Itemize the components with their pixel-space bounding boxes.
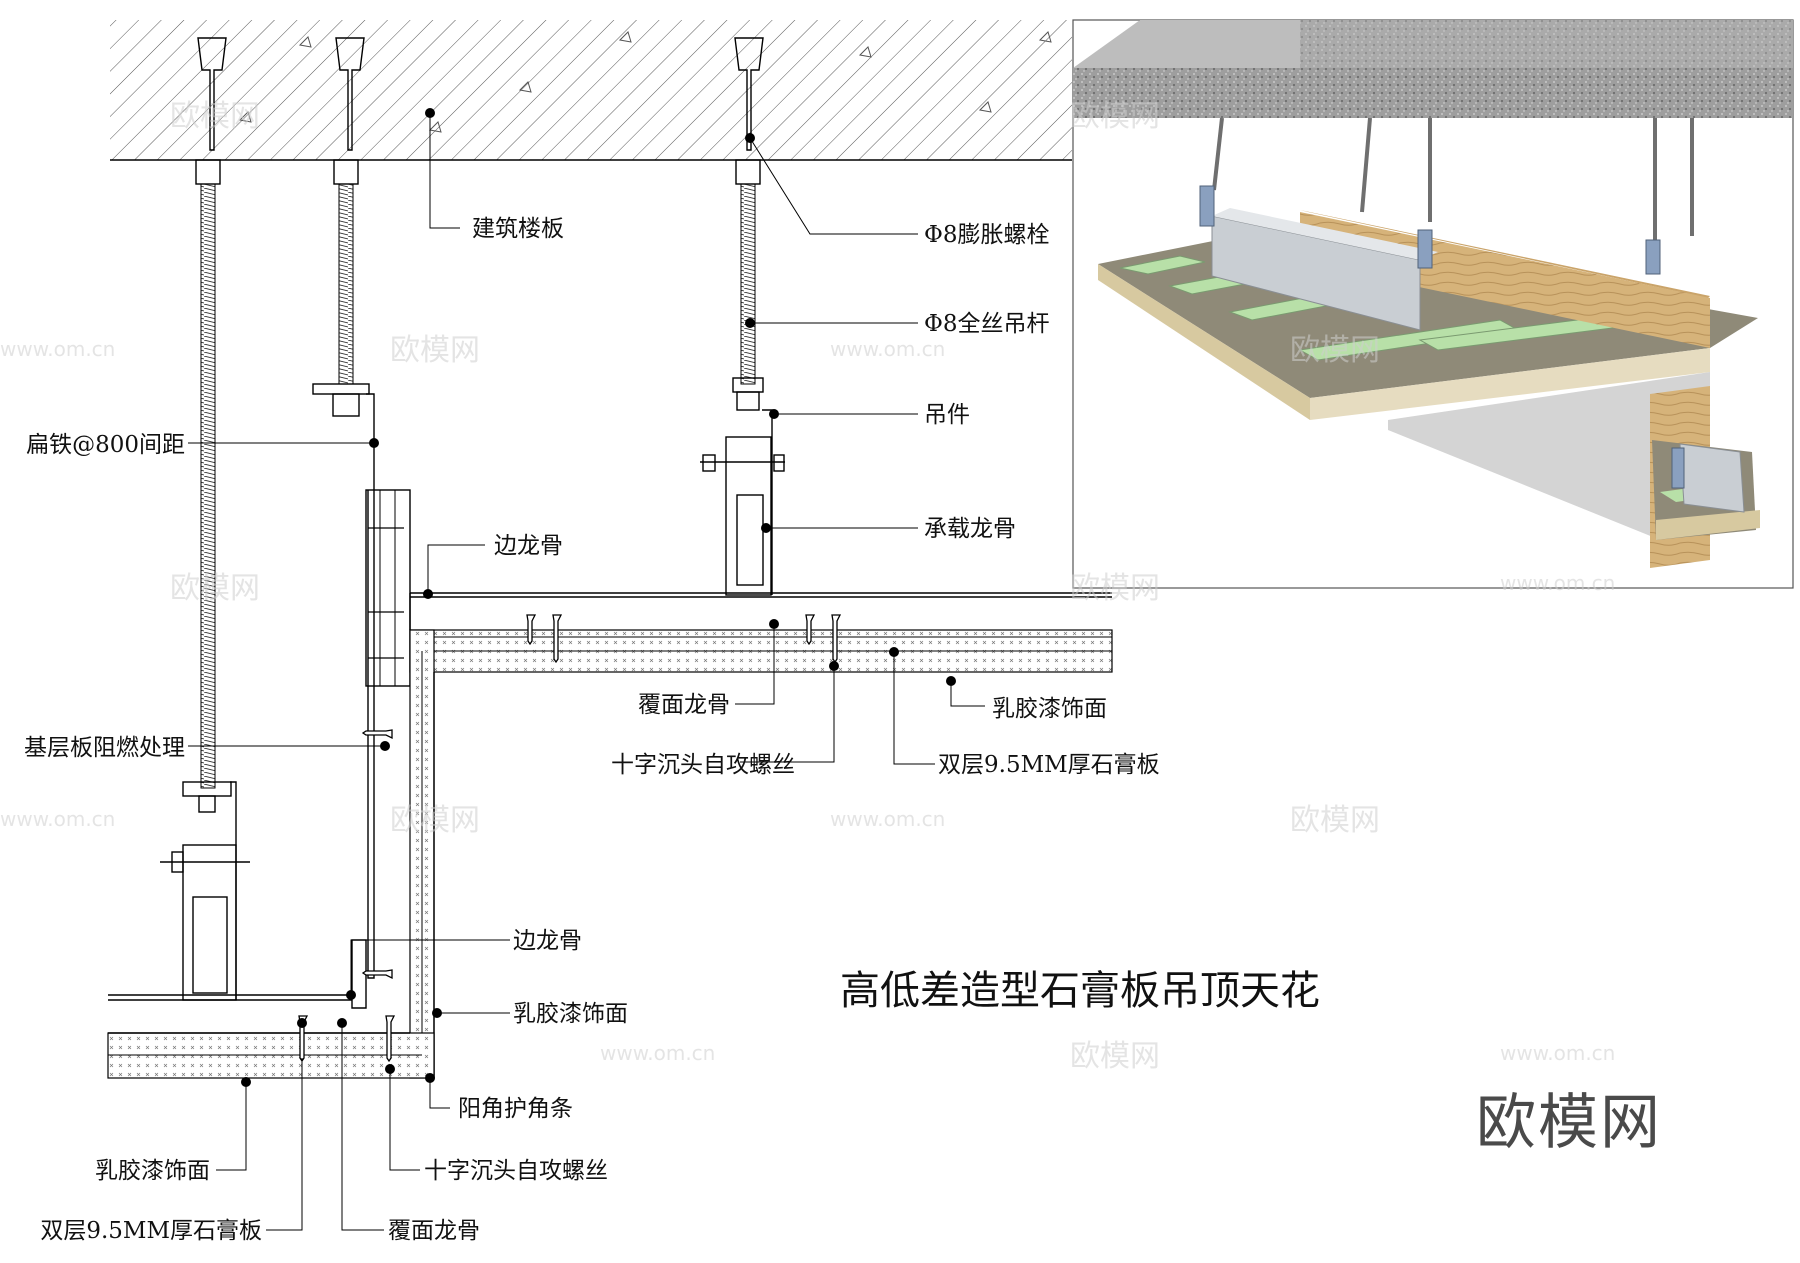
leader-lines [188,113,985,1231]
watermark-logo: 欧模网 [1070,571,1160,606]
label-hanger: 吊件 [924,402,970,428]
callout-labels: 建筑楼板 Φ8膨胀螺栓 Φ8全丝吊杆 吊件 承载龙骨 扁铁@800间距 边龙骨 … [24,216,1160,1244]
label-threaded-rod: Φ8全丝吊杆 [924,311,1050,337]
middle-hanger-flat-iron [312,383,375,979]
label-flat-iron: 扁铁@800间距 [26,432,185,458]
building-slab [110,20,1072,161]
base-board [365,489,411,687]
label-main-runner: 承载龙骨 [924,516,1016,542]
watermark-logo: 欧模网 [170,99,260,134]
watermark-logo: 欧模网 [390,333,480,368]
watermark-logo: 欧模网 [390,803,480,838]
watermark-logo: 欧模网 [1070,99,1160,134]
label-latex-paint-side: 乳胶漆饰面 [513,1001,628,1027]
label-edge-keel-upper: 边龙骨 [494,533,563,559]
label-base-board: 基层板阻燃处理 [24,735,185,761]
lower-gypsum-board [107,1032,435,1079]
right-hanger [732,377,773,595]
isometric-3d-view [1072,19,1794,589]
label-slab: 建筑楼板 [472,216,564,242]
watermark-logo: 欧模网 [1290,333,1380,368]
watermark-url: www.om.cn [0,337,115,361]
watermark-url: www.om.cn [830,807,945,831]
label-gypsum-lower: 双层9.5MM厚石膏板 [40,1218,262,1244]
label-cover-keel-lower: 覆面龙骨 [388,1218,480,1244]
anchor-bolt-left [195,37,227,789]
drawing-title: 高低差造型石膏板吊顶天花 [840,968,1320,1014]
label-latex-paint-upper: 乳胶漆饰面 [992,696,1107,722]
left-hanger [182,781,237,1000]
brand-logo-text: 欧模网 [1476,1088,1662,1158]
label-gypsum-upper: 双层9.5MM厚石膏板 [938,752,1160,778]
watermark-url: www.om.cn [0,807,115,831]
vertical-gypsum-board [409,629,435,1079]
upper-gypsum-board [409,629,1113,673]
watermark-logo: 欧模网 [1070,1039,1160,1074]
lower-edge-keel [108,939,367,1009]
label-cover-keel-upper: 覆面龙骨 [638,692,730,718]
right-main-runner [700,436,785,596]
watermark-url: www.om.cn [600,1041,715,1065]
watermark-url: www.om.cn [1500,1041,1615,1065]
label-anchor-bolt: Φ8膨胀螺栓 [924,222,1050,248]
leader-dots [241,108,956,1087]
anchor-bolt-right [734,37,764,385]
label-edge-keel-lower: 边龙骨 [513,928,582,954]
label-screw-lower: 十字沉头自攻螺丝 [424,1158,608,1184]
watermark-url: www.om.cn [830,337,945,361]
watermark-logo: 欧模网 [170,571,260,606]
left-main-runner [160,844,250,1001]
label-screw-upper: 十字沉头自攻螺丝 [611,752,795,778]
label-latex-paint-lower: 乳胶漆饰面 [95,1158,210,1184]
watermark-url: www.om.cn [1500,571,1615,595]
label-corner-bead: 阳角护角条 [458,1096,573,1122]
watermark-logo: 欧模网 [1290,803,1380,838]
upper-edge-keel [409,592,1112,630]
watermarks: 欧模网 欧模网 欧模网 欧模网 欧模网 欧模网 欧模网 欧模网 欧模网 www.… [0,99,1615,1074]
